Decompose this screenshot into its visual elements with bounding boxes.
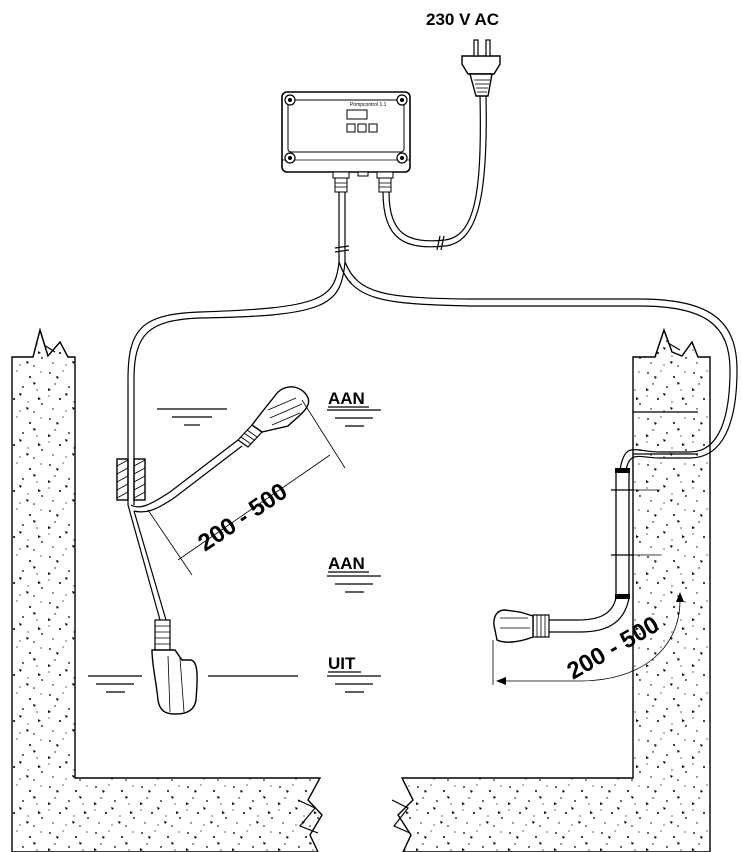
pit-wall-left	[11, 327, 323, 852]
water-level-marker-icon	[88, 408, 381, 693]
plug-icon	[461, 39, 501, 97]
power-supply-label: 230 V AC	[426, 10, 499, 29]
level-on-middle-label: AAN	[328, 554, 365, 573]
controller-box-icon	[281, 91, 411, 193]
float-switch-upper-icon	[130, 386, 310, 513]
controller-label: Pompcontrol 1.1	[350, 102, 387, 108]
dimension-right	[492, 592, 684, 685]
power-cable	[382, 94, 487, 251]
level-off-label: UIT	[328, 654, 356, 673]
float-switch-right-icon	[493, 468, 660, 643]
cable-clamp	[116, 455, 146, 505]
float-switch-lower-icon	[127, 504, 198, 715]
level-on-upper-label: AAN	[328, 389, 365, 408]
sensor-cable-main	[127, 192, 738, 471]
pit-wall-right	[391, 327, 711, 852]
dimension-left	[147, 399, 346, 576]
